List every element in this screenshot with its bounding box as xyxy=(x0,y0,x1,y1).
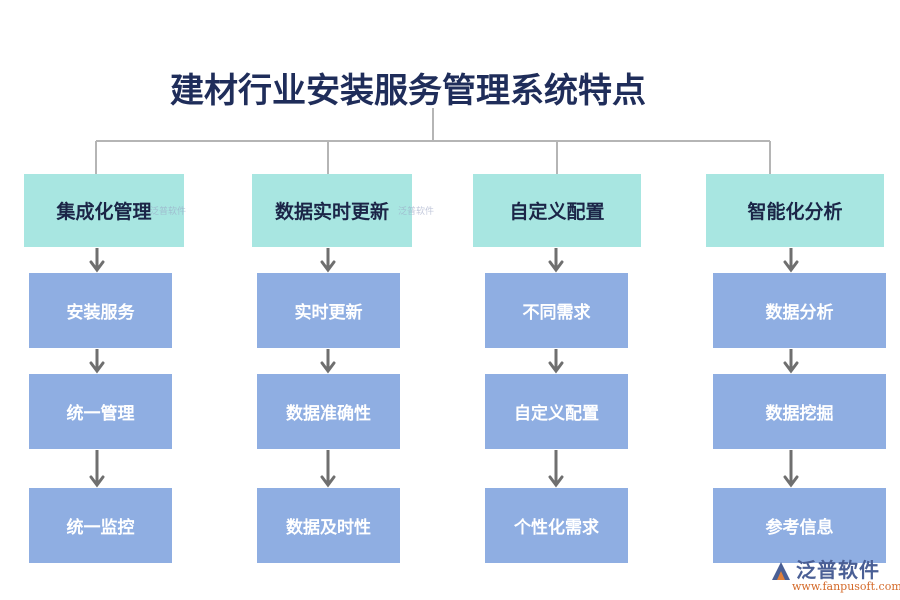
watermark-small-2: 泛普软件 xyxy=(398,207,435,217)
item-realtime-update: 实时更新 xyxy=(257,273,400,348)
arrow-col1-2-head xyxy=(89,361,105,374)
arrow-col1-3-head xyxy=(89,475,105,488)
brand-logo: 泛普软件 www.fanpusoft.com xyxy=(768,554,900,596)
item-different-needs: 不同需求 xyxy=(485,273,628,348)
logo-mark-icon xyxy=(772,562,790,580)
item-installation-service: 安装服务 xyxy=(29,273,172,348)
arrow-col2-2-head xyxy=(320,361,336,374)
item-unified-management: 统一管理 xyxy=(29,374,172,449)
arrow-col2-3-head xyxy=(320,475,336,488)
item-data-timeliness: 数据及时性 xyxy=(257,488,400,563)
item-personalized-needs: 个性化需求 xyxy=(485,488,628,563)
header-integrated-management: 集成化管理 xyxy=(24,174,184,247)
watermark-small-1: 泛普软件 xyxy=(150,207,187,217)
arrow-col3-2-head xyxy=(548,361,564,374)
header-custom-configuration: 自定义配置 xyxy=(473,174,641,247)
item-data-mining: 数据挖掘 xyxy=(713,374,886,449)
arrow-col3-3-head xyxy=(548,475,564,488)
item-data-analysis: 数据分析 xyxy=(713,273,886,348)
item-custom-configuration: 自定义配置 xyxy=(485,374,628,449)
arrow-col2-1-head xyxy=(320,260,336,273)
diagram-title: 建材行业安装服务管理系统特点 xyxy=(170,71,646,111)
item-unified-monitoring: 统一监控 xyxy=(29,488,172,563)
item-reference-info: 参考信息 xyxy=(713,488,886,563)
item-data-accuracy: 数据准确性 xyxy=(257,374,400,449)
arrow-col4-2-head xyxy=(783,361,799,374)
arrow-col4-3-head xyxy=(783,475,799,488)
arrow-col1-1-head xyxy=(89,260,105,273)
header-realtime-data-update: 数据实时更新 xyxy=(252,174,412,247)
logo-url-text: www.fanpusoft.com xyxy=(792,580,900,593)
arrow-col3-1-head xyxy=(548,260,564,273)
logo-brand-text: 泛普软件 xyxy=(796,558,880,582)
header-intelligent-analysis: 智能化分析 xyxy=(706,174,884,247)
arrow-col4-1-head xyxy=(783,260,799,273)
